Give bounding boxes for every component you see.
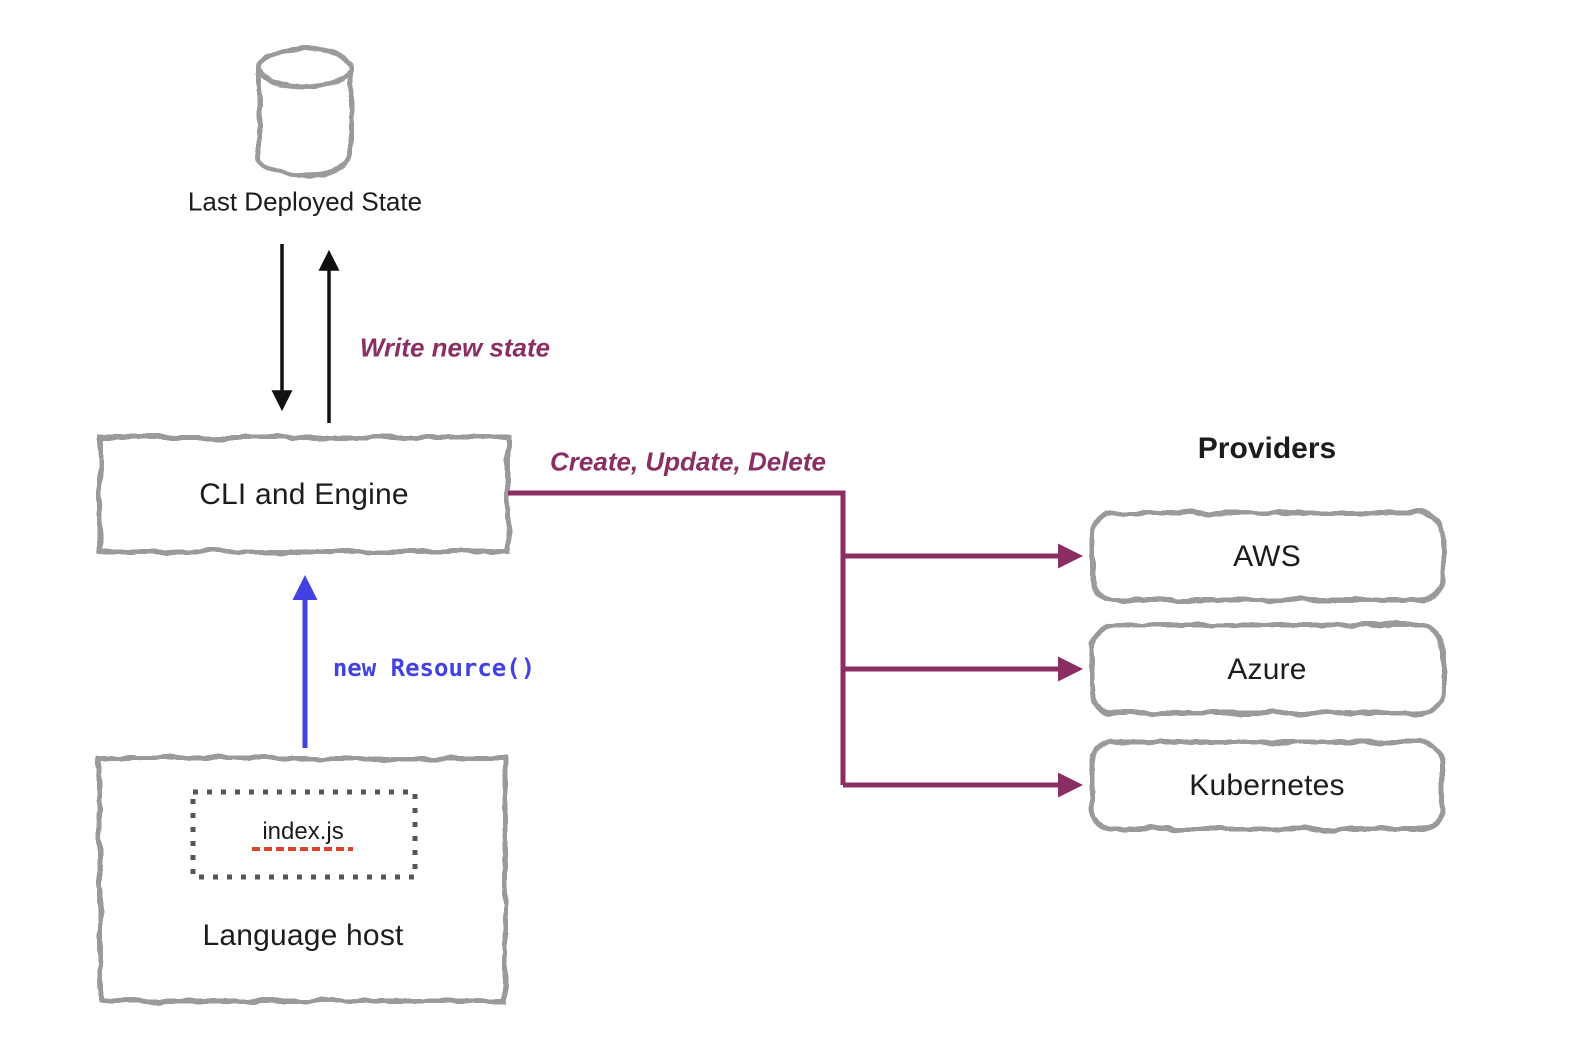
index-js-dotted-box bbox=[190, 789, 418, 880]
providers-title: Providers bbox=[1197, 432, 1337, 465]
provider-label-kubernetes: Kubernetes bbox=[1189, 769, 1345, 802]
cli-engine-box bbox=[97, 434, 511, 555]
provider-box-aws bbox=[1089, 510, 1446, 603]
database-cylinder-icon bbox=[256, 46, 354, 178]
provider-box-azure bbox=[1089, 622, 1446, 716]
write-new-state-edge-label: Write new state bbox=[359, 332, 551, 363]
cud-connector-trunk bbox=[508, 490, 846, 785]
index-js-label: index.js bbox=[262, 818, 344, 845]
provider-box-kubernetes bbox=[1089, 739, 1446, 832]
language-host-label: Language host bbox=[202, 919, 404, 952]
provider-label-azure: Azure bbox=[1227, 653, 1307, 686]
create-update-delete-edge-label: Create, Update, Delete bbox=[550, 446, 826, 477]
cli-engine-label: CLI and Engine bbox=[199, 478, 409, 511]
new-resource-edge-label: new Resource() bbox=[332, 654, 536, 682]
provider-label-aws: AWS bbox=[1233, 540, 1301, 573]
last-deployed-state-label: Last Deployed State bbox=[187, 186, 423, 217]
